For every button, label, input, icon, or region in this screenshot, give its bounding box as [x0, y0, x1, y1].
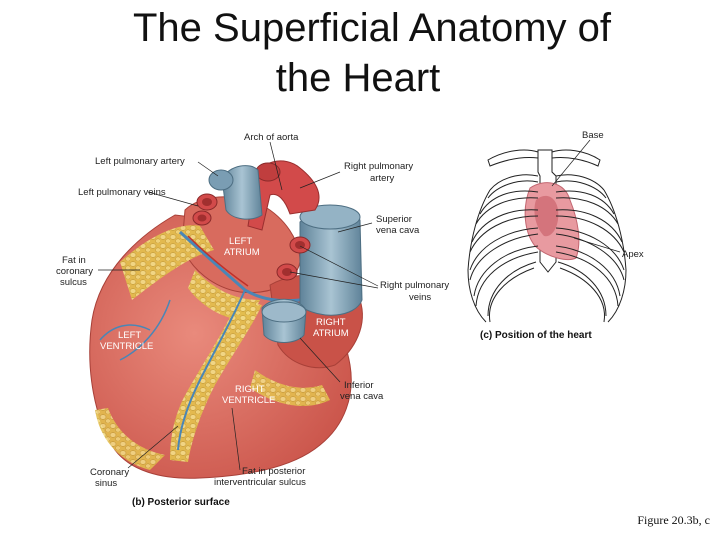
label-base: Base [582, 130, 604, 141]
label-coronary-sinus-2: sinus [95, 478, 117, 489]
label-inferior-vena-cava-1: Inferior [344, 380, 374, 391]
label-fat-coronary-1: Fat in [62, 255, 86, 266]
label-left-pulmonary-artery: Left pulmonary artery [95, 156, 185, 167]
label-left-pulmonary-veins: Left pulmonary veins [78, 187, 166, 198]
fat-interventricular [170, 300, 262, 462]
label-apex: Apex [622, 249, 644, 260]
ribs-left [467, 174, 539, 323]
aorta-branch [255, 162, 281, 182]
lpa-opening [208, 169, 234, 191]
label-fat-interventricular-1: Fat in posterior [242, 466, 305, 477]
svc-opening [299, 204, 361, 230]
left-pulmonary-veins [192, 193, 218, 226]
figure-reference: Figure 20.3b, c [637, 513, 710, 527]
label-fat-coronary-3: sulcus [60, 277, 87, 288]
fat-right-lower [250, 370, 330, 407]
fat-coronary-sulcus [120, 225, 214, 300]
coronary-vein-2 [177, 289, 246, 451]
posterior-heart-illustration: Arch of aorta Left pulmonary artery Left… [56, 132, 449, 508]
leader-lines [98, 141, 379, 471]
label-fat-coronary-2: coronary [56, 266, 93, 277]
ribs-right [555, 174, 627, 323]
slide-title-line-1: The Superficial Anatomy of [132, 6, 612, 50]
heart-detail [534, 195, 559, 237]
label-right-atrium-2: ATRIUM [313, 328, 349, 339]
label-right-pulmonary-artery-1: Right pulmonary [344, 161, 413, 172]
right-pulmonary-veins [276, 236, 311, 281]
caption-position-of-heart: (c) Position of the heart [480, 330, 592, 341]
label-superior-vena-cava-2: vena cava [376, 225, 420, 236]
label-right-pulmonary-artery-2: artery [370, 173, 395, 184]
label-coronary-sinus-1: Coronary [90, 467, 129, 478]
slide-title-line-2: the Heart [275, 56, 441, 100]
rib-leader-lines [551, 139, 621, 253]
label-fat-interventricular-2: interventricular sulcus [214, 477, 306, 488]
label-right-pulmonary-veins-2: veins [409, 292, 431, 303]
label-arch-of-aorta: Arch of aorta [244, 132, 299, 143]
label-inferior-vena-cava-2: vena cava [340, 391, 384, 402]
coronary-artery-1 [187, 235, 249, 287]
coronary-vein-3 [99, 299, 171, 361]
caption-posterior-surface: (b) Posterior surface [132, 497, 230, 508]
fat-apex-lower [95, 408, 165, 470]
clavicle-left [487, 149, 539, 167]
label-right-ventricle-2: VENTRICLE [222, 395, 275, 406]
clavicle-right [551, 149, 601, 167]
label-right-ventricle-1: RIGHT [235, 384, 265, 395]
label-superior-vena-cava-1: Superior [376, 214, 412, 225]
label-left-atrium-1: LEFT [229, 236, 252, 247]
label-right-pulmonary-veins-1: Right pulmonary [380, 280, 449, 291]
rib-cage-illustration: Base Apex (c) Position of the heart [467, 130, 644, 341]
ivc-opening [261, 301, 307, 323]
label-right-atrium-1: RIGHT [316, 317, 346, 328]
label-left-ventricle-1: LEFT [118, 330, 141, 341]
label-left-ventricle-2: VENTRICLE [100, 341, 153, 352]
label-left-atrium-2: ATRIUM [224, 247, 260, 258]
